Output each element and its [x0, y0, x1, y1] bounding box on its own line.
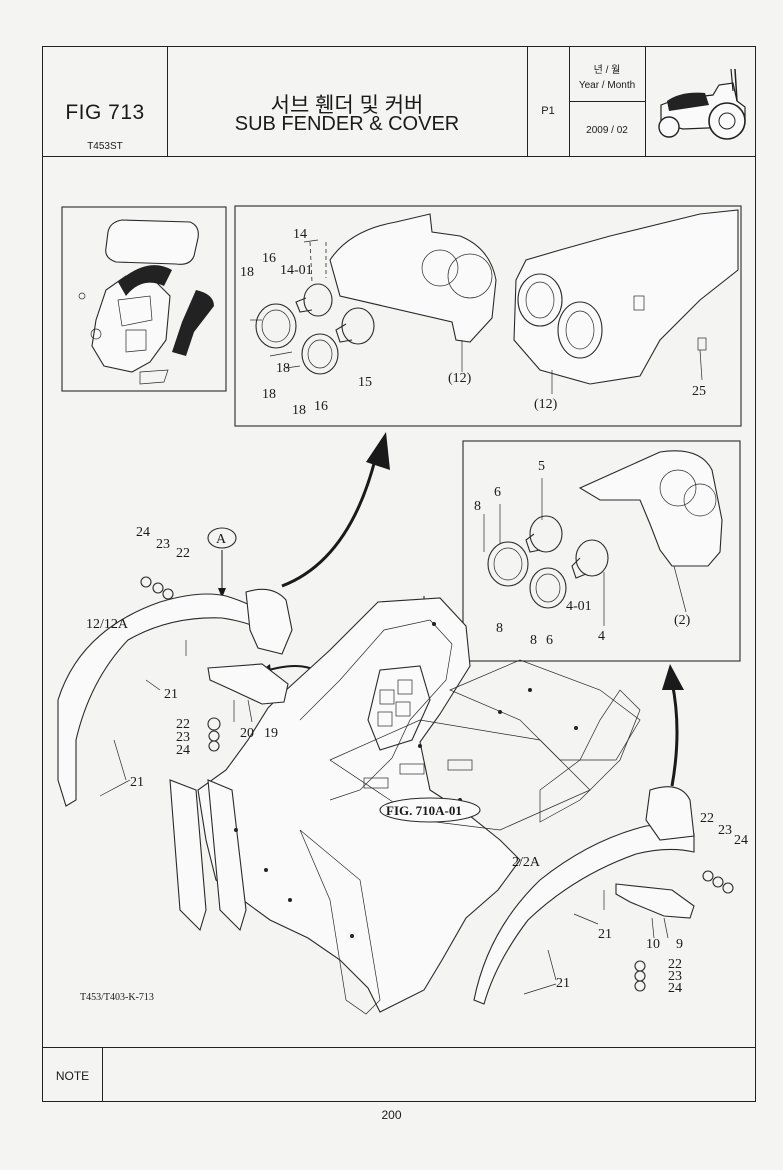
callout: 9	[676, 937, 683, 952]
callout: 23	[156, 537, 170, 552]
callout: 23	[668, 969, 682, 984]
callout: 23	[176, 730, 190, 745]
arrow-to-right-detail	[670, 681, 679, 787]
left-sub-fender: 24 23 22 12/12A 21 22 23 24 20 19 21	[57, 525, 293, 807]
callout: 20	[240, 726, 254, 741]
callout: 23	[718, 823, 732, 838]
callout: 8	[474, 499, 481, 514]
right-sub-fender: 22 23 24 2/2A 21 10 9 22 23 24 21	[473, 786, 748, 1005]
callout: 4-01	[566, 599, 592, 614]
figure-number: FIG 713	[65, 101, 145, 124]
callout: 22	[668, 957, 682, 972]
arrow-to-top-detail	[281, 455, 378, 588]
callout: (2)	[674, 613, 691, 628]
callout: 16	[314, 399, 328, 414]
callout: 24	[668, 981, 682, 996]
view-marker-a: A	[207, 527, 237, 598]
callout: 8	[530, 633, 537, 648]
callout: 24	[176, 743, 190, 758]
callout: 21	[598, 927, 612, 942]
drawing-code: T453/T403-K-713	[80, 992, 154, 1003]
callout: 18	[292, 403, 306, 418]
callout: 22	[176, 717, 190, 732]
callout: 21	[556, 976, 570, 991]
callout: 12/12A	[86, 617, 129, 632]
tractor-icon	[658, 68, 746, 140]
callout: 18	[262, 387, 276, 402]
page-number: 200	[381, 1108, 402, 1122]
callout: 6	[546, 633, 553, 648]
callout: 15	[358, 375, 372, 390]
fig-ref-label: FIG. 710A-01	[379, 797, 481, 823]
sheet-frame: FIG 713 T453ST 서브 휀더 및 커버 SUB FENDER & C…	[42, 46, 756, 1102]
detail-box-fender-cover: 14 16 14-01 18 18 18 16 18 15 (12) (12) …	[234, 205, 742, 427]
callout: 24	[136, 525, 150, 540]
callout: 5	[538, 459, 545, 474]
callout: 18	[240, 265, 254, 280]
callout: 24	[734, 833, 748, 848]
callout: 22	[176, 546, 190, 561]
detail-box-lamp: 5 6 8 8 8 6 4-01 4 (2)	[462, 440, 741, 662]
callout: 8	[496, 621, 503, 636]
callout: 21	[164, 687, 178, 702]
callout: 21	[130, 775, 144, 790]
callout: (12)	[448, 371, 472, 386]
date-label-korean: 년 / 월	[593, 65, 621, 76]
callout: 10	[646, 937, 660, 952]
page-code: P1	[541, 105, 555, 117]
callout: 2/2A	[512, 855, 541, 870]
note-label: NOTE	[43, 1048, 103, 1102]
callout: 14-01	[280, 263, 313, 278]
title-english: SUB FENDER & COVER	[234, 113, 460, 135]
callout: 18	[276, 361, 290, 376]
callout: 14	[293, 227, 307, 242]
svg-text:FIG. 710A-01: FIG. 710A-01	[386, 803, 462, 818]
callout: 6	[494, 485, 501, 500]
note-row: NOTE	[43, 1047, 755, 1102]
callout: 19	[264, 726, 278, 741]
model-code: T453ST	[87, 141, 123, 152]
callout: 4	[598, 629, 605, 644]
thumbnail-inset	[61, 206, 227, 392]
callout: 16	[262, 251, 276, 266]
date-label-english: Year / Month	[578, 80, 636, 91]
svg-text:A: A	[216, 532, 227, 547]
callout: (12)	[534, 397, 558, 412]
header-block: FIG 713 T453ST 서브 휀더 및 커버 SUB FENDER & C…	[43, 47, 755, 157]
title-korean: 서브 휀더 및 커버	[270, 94, 424, 117]
callout: 25	[692, 384, 706, 399]
callout: 22	[700, 811, 714, 826]
date-value: 2009 / 02	[586, 125, 628, 136]
